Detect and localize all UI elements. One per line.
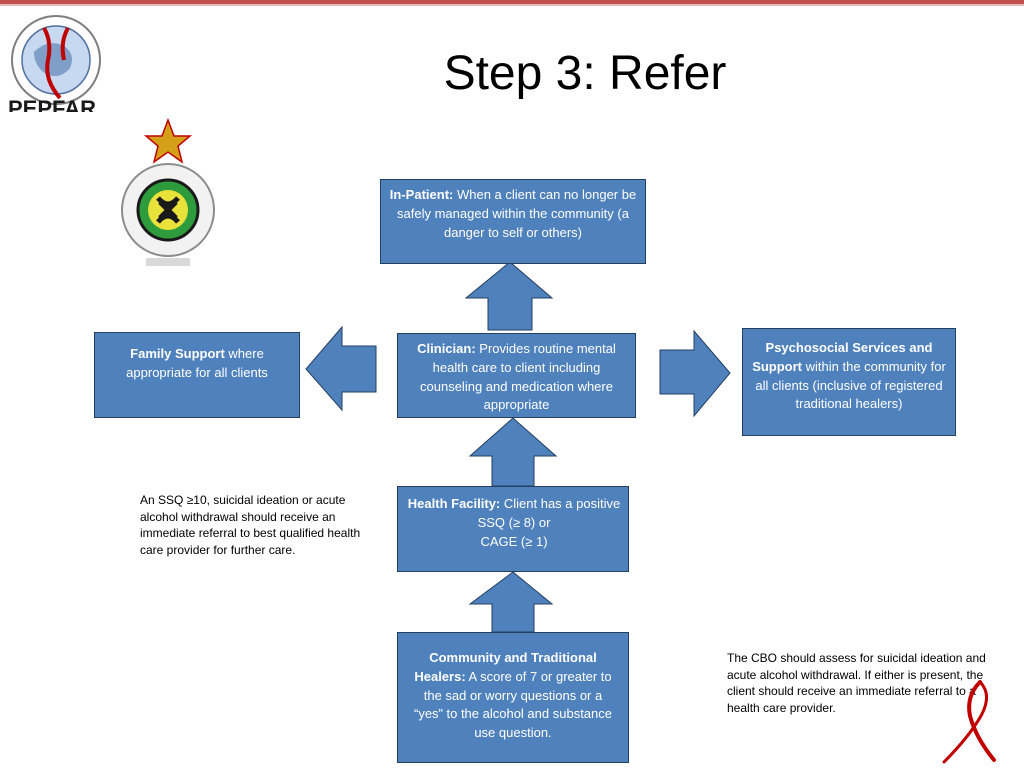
community-healers-label: Community and Traditional Healers: bbox=[414, 650, 597, 684]
clinician-label: Clinician: bbox=[417, 341, 476, 356]
health-facility-box: Health Facility: Client has a positive S… bbox=[397, 486, 629, 572]
arrow-left-to-family bbox=[305, 325, 377, 412]
pepfar-seal-icon bbox=[11, 15, 101, 105]
family-support-label: Family Support bbox=[130, 346, 225, 361]
inpatient-box: In-Patient: When a client can no longer … bbox=[380, 179, 646, 264]
family-support-text: where appropriate for all clients bbox=[126, 346, 268, 380]
community-healers-text: A score of 7 or greater to the sad or wo… bbox=[413, 668, 612, 741]
primary-health-care-emblem-icon bbox=[121, 118, 215, 266]
health-facility-label: Health Facility: bbox=[407, 496, 501, 511]
pepfar-wordmark: PEPFAR bbox=[8, 96, 97, 112]
arrow-up-to-clinician bbox=[468, 417, 558, 487]
family-support-box: Family Support where appropriate for all… bbox=[94, 332, 300, 418]
clinician-box: Clinician: Provides routine mental healt… bbox=[397, 333, 636, 418]
health-facility-text-cage: CAGE (≥ 1) bbox=[480, 533, 548, 549]
psychosocial-label: Psychosocial Services and Support bbox=[752, 340, 933, 374]
psychosocial-text: within the community for all clients (in… bbox=[755, 358, 946, 412]
arrow-up-to-inpatient bbox=[464, 261, 554, 331]
page-title: Step 3: Refer bbox=[443, 47, 727, 100]
arrow-up-to-health-facility bbox=[468, 571, 554, 633]
top-accent-bar bbox=[0, 0, 1024, 4]
arrow-right-to-psychosocial bbox=[659, 329, 731, 418]
red-ribbon-icon bbox=[942, 680, 996, 764]
community-healers-box: Community and Traditional Healers: A sco… bbox=[397, 632, 629, 763]
top-accent-bar-light bbox=[0, 4, 1024, 6]
left-note: An SSQ ≥10, suicidal ideation or acute a… bbox=[140, 493, 361, 557]
health-facility-text: Client has a positive SSQ (≥ 8) or bbox=[477, 496, 621, 530]
inpatient-label: In-Patient: bbox=[389, 187, 454, 202]
clinician-text: Provides routine mental health care to c… bbox=[420, 341, 616, 413]
psychosocial-box: Psychosocial Services and Support within… bbox=[742, 328, 956, 436]
right-note: The CBO should assess for suicidal ideat… bbox=[727, 651, 986, 715]
inpatient-text: When a client can no longer be safely ma… bbox=[397, 187, 637, 240]
